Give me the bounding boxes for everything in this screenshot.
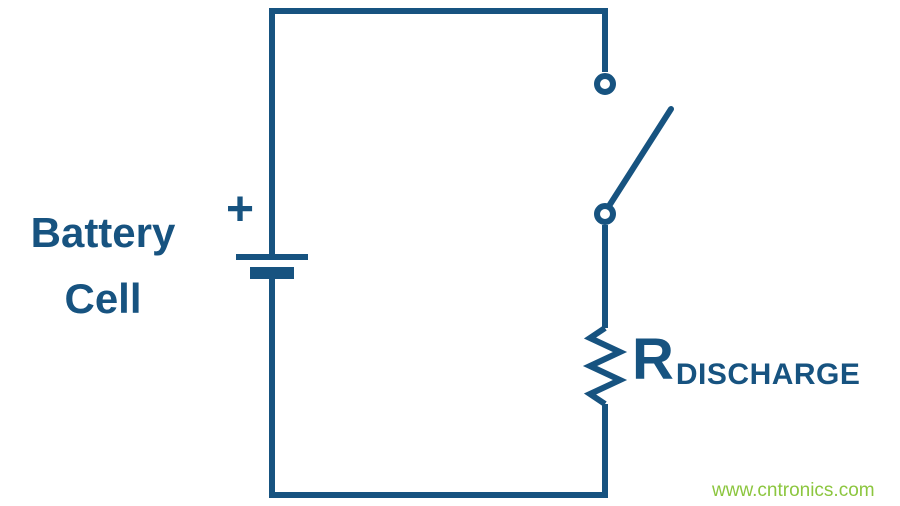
resistor-label: R DISCHARGE	[632, 327, 861, 392]
wire-bottom-loop	[269, 275, 608, 498]
battery-label: Battery Cell	[8, 200, 198, 332]
switch-lever	[606, 106, 674, 209]
battery-plus-sign: +	[226, 183, 255, 236]
watermark-text: www.cntronics.com	[712, 480, 875, 501]
switch-contact-top	[594, 73, 616, 95]
wire-top-loop	[269, 8, 608, 256]
resistor-symbol-letter: R	[632, 327, 674, 392]
resistor-zigzag	[582, 325, 628, 407]
battery-label-line2: Cell	[64, 275, 142, 322]
resistor-subscript: DISCHARGE	[675, 358, 861, 391]
battery-label-line1: Battery	[30, 209, 176, 256]
switch-contact-bottom	[594, 203, 616, 225]
battery-symbol	[236, 254, 308, 279]
switch-open-symbol	[594, 73, 674, 225]
